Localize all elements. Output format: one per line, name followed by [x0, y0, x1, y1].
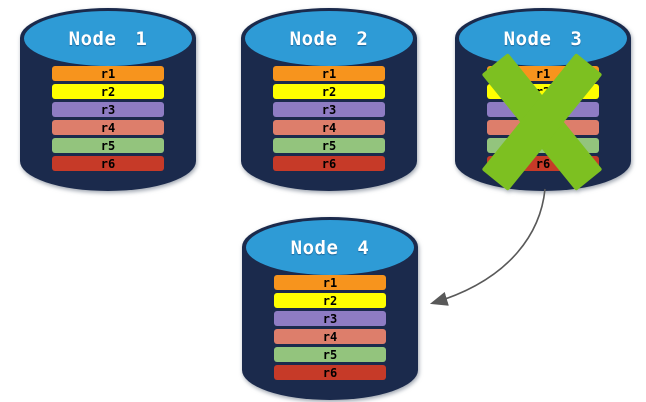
replica-row-r2: r2 — [274, 293, 386, 308]
replica-row-label: r4 — [322, 329, 338, 344]
replica-row-r4: r4 — [273, 120, 385, 135]
replica-row-label: r3 — [100, 102, 116, 117]
failover-arrow-path — [429, 188, 546, 306]
node-2-cylinder: Node 2 r1 r2 r3 r4 r5 r6 — [241, 8, 417, 191]
node-3-title: Node 3 — [503, 27, 583, 50]
node-2-replica-rows: r1 r2 r3 r4 r5 r6 — [273, 66, 385, 171]
replica-row-r5: r5 — [52, 138, 164, 153]
replica-row-label: r1 — [535, 66, 551, 81]
replica-row-r3: r3 — [274, 311, 386, 326]
replica-row-label: r4 — [321, 120, 337, 135]
node-1-replica-rows: r1 r2 r3 r4 r5 r6 — [52, 66, 164, 171]
replica-row-label: r6 — [535, 156, 551, 171]
replica-row-r3: r3 — [52, 102, 164, 117]
replica-row-r1: r1 — [273, 66, 385, 81]
replica-row-r1: r1 — [274, 275, 386, 290]
replica-row-r1: r1 — [52, 66, 164, 81]
replica-row-label: r2 — [322, 293, 338, 308]
replica-row-r6: r6 — [274, 365, 386, 380]
replica-row-label: r2 — [100, 84, 116, 99]
replica-row-r6: r6 — [52, 156, 164, 171]
replica-row-label: r1 — [100, 66, 116, 81]
replica-row-r6: r6 — [273, 156, 385, 171]
replica-row-r2: r2 — [273, 84, 385, 99]
node-4-cylinder-top: Node 4 — [246, 220, 414, 275]
replica-row-label: r5 — [322, 347, 338, 362]
node-1-cylinder-top: Node 1 — [24, 11, 192, 66]
node-3-cylinder: Node 3 r1 r2 r3 r4 r5 r6 — [455, 8, 631, 191]
replica-row-label: r5 — [100, 138, 116, 153]
replica-row-r3: r3 — [273, 102, 385, 117]
replica-row-label: r3 — [321, 102, 337, 117]
replica-row-label: r1 — [322, 275, 338, 290]
replica-row-label: r1 — [321, 66, 337, 81]
replica-row-label: r6 — [100, 156, 116, 171]
node-1-title: Node 1 — [68, 27, 148, 50]
node-2-cylinder-top: Node 2 — [245, 11, 413, 66]
node-1-cylinder: Node 1 r1 r2 r3 r4 r5 r6 — [20, 8, 196, 191]
node-4-cylinder: Node 4 r1 r2 r3 r4 r5 r6 — [242, 217, 418, 400]
replica-row-label: r6 — [322, 365, 338, 380]
node-3-cylinder-top: Node 3 — [459, 11, 627, 66]
replica-row-label: r2 — [321, 84, 337, 99]
replica-row-r2: r2 — [52, 84, 164, 99]
node-4-title: Node 4 — [290, 236, 370, 259]
replica-row-r5: r5 — [273, 138, 385, 153]
replica-row-label: r4 — [100, 120, 116, 135]
replica-row-label: r5 — [321, 138, 337, 153]
replica-row-label: r6 — [321, 156, 337, 171]
replica-row-r5: r5 — [274, 347, 386, 362]
node-4-replica-rows: r1 r2 r3 r4 r5 r6 — [274, 275, 386, 380]
node-2-title: Node 2 — [289, 27, 369, 50]
replica-row-label: r3 — [322, 311, 338, 326]
replica-row-r4: r4 — [274, 329, 386, 344]
replica-row-r4: r4 — [52, 120, 164, 135]
